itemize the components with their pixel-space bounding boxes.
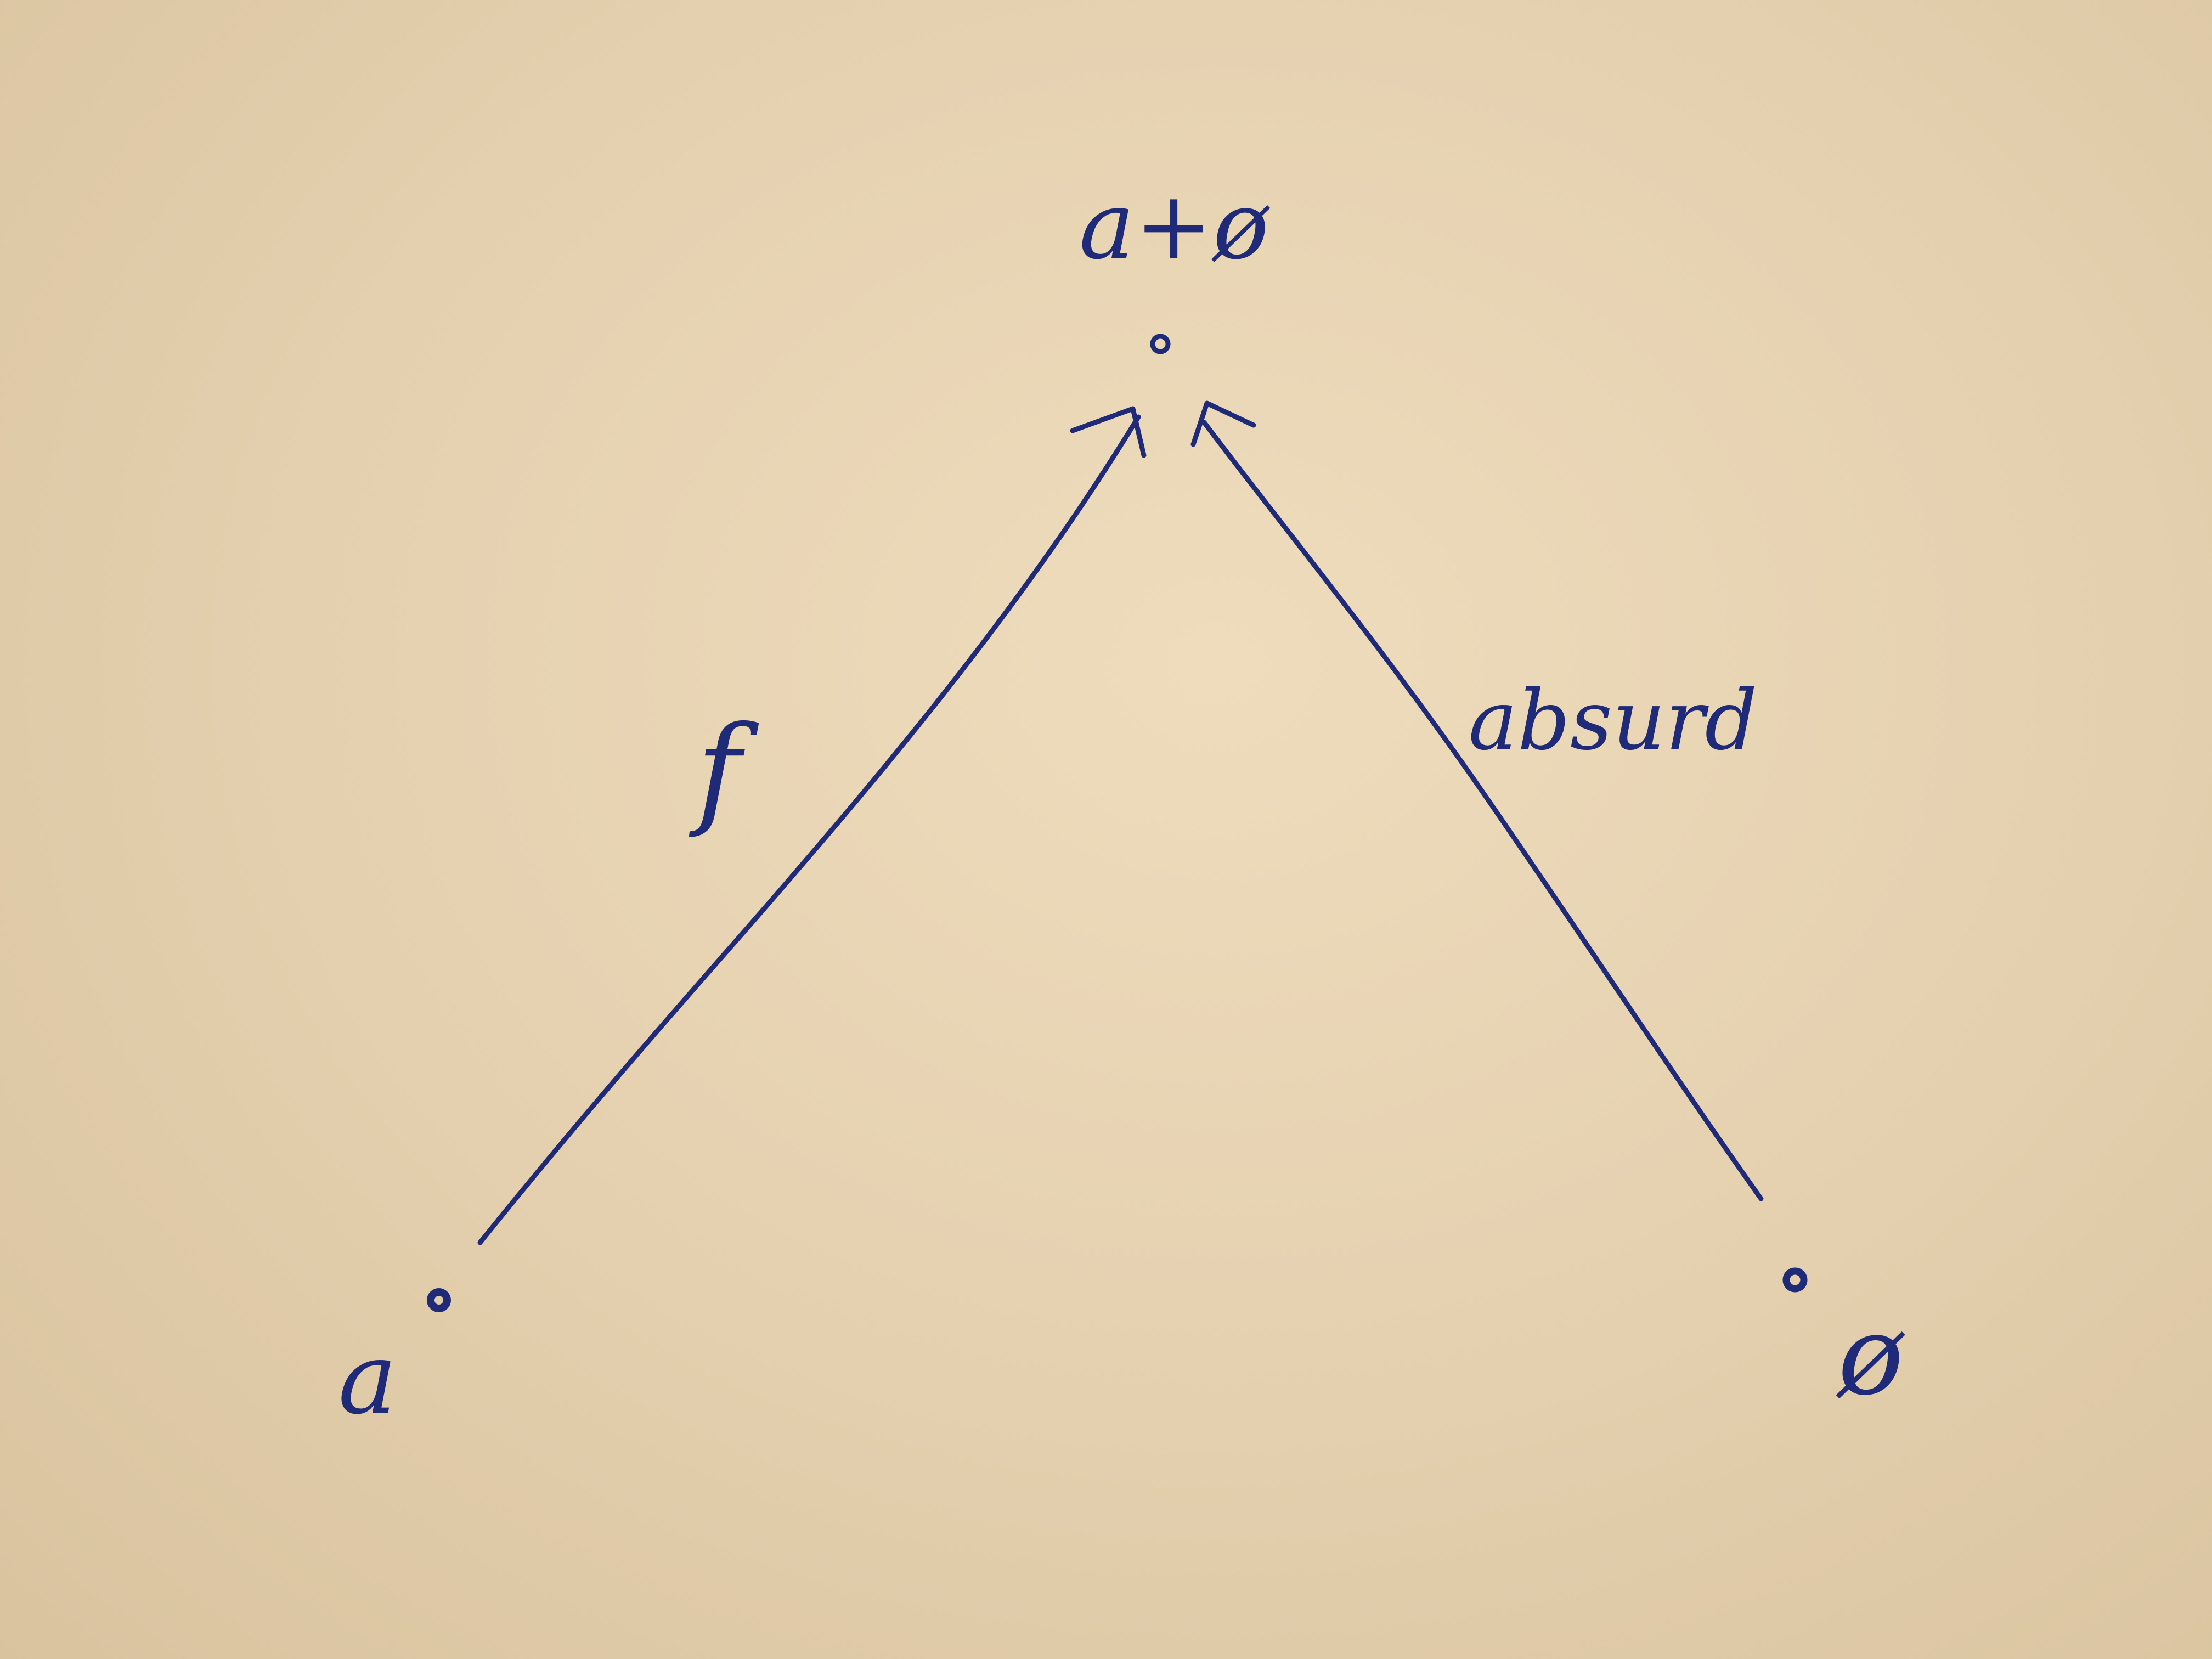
edge-absurd-line bbox=[1201, 420, 1764, 1201]
edge-f-label: f bbox=[689, 700, 759, 840]
node-right-label: ø bbox=[1836, 1292, 1905, 1420]
edge-absurd-arrowhead bbox=[1190, 400, 1256, 447]
edge-f-arrowhead bbox=[1070, 406, 1147, 458]
node-left-dot bbox=[427, 1288, 451, 1312]
edge-absurd-label: absurd bbox=[1469, 673, 1758, 769]
node-right-dot bbox=[1782, 1267, 1808, 1293]
node-top-dot bbox=[1150, 334, 1171, 354]
node-left-label: a bbox=[338, 1322, 397, 1436]
edge-f-line bbox=[477, 414, 1141, 1245]
node-top-label: a+ø bbox=[1079, 172, 1271, 280]
